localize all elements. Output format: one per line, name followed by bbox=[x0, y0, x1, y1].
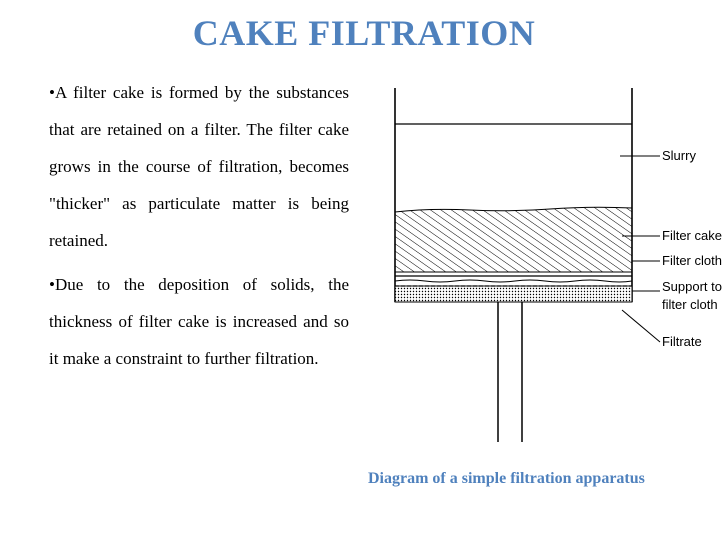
label-support-line2: filter cloth bbox=[662, 297, 718, 312]
text-column: •A filter cake is formed by the substanc… bbox=[49, 74, 349, 377]
diagram-caption: Diagram of a simple filtration apparatus bbox=[368, 470, 645, 487]
label-filter-cake: Filter cake bbox=[662, 228, 722, 243]
filter-cloth-line2 bbox=[394, 279, 633, 283]
paragraph-cake-formation: •A filter cake is formed by the substanc… bbox=[49, 83, 349, 250]
label-slurry: Slurry bbox=[662, 148, 696, 163]
slide-title: CAKE FILTRATION bbox=[192, 13, 536, 53]
label-filtrate: Filtrate bbox=[662, 334, 702, 349]
filtration-diagram: Slurry Filter cake Filter cloth Support … bbox=[394, 88, 722, 442]
paragraph-deposition: •Due to the deposition of solids, the th… bbox=[49, 275, 349, 368]
filter-cake-layer bbox=[394, 206, 633, 273]
support-layer bbox=[394, 285, 633, 303]
label-support-line1: Support to bbox=[662, 279, 722, 294]
label-filter-cloth: Filter cloth bbox=[662, 253, 722, 268]
